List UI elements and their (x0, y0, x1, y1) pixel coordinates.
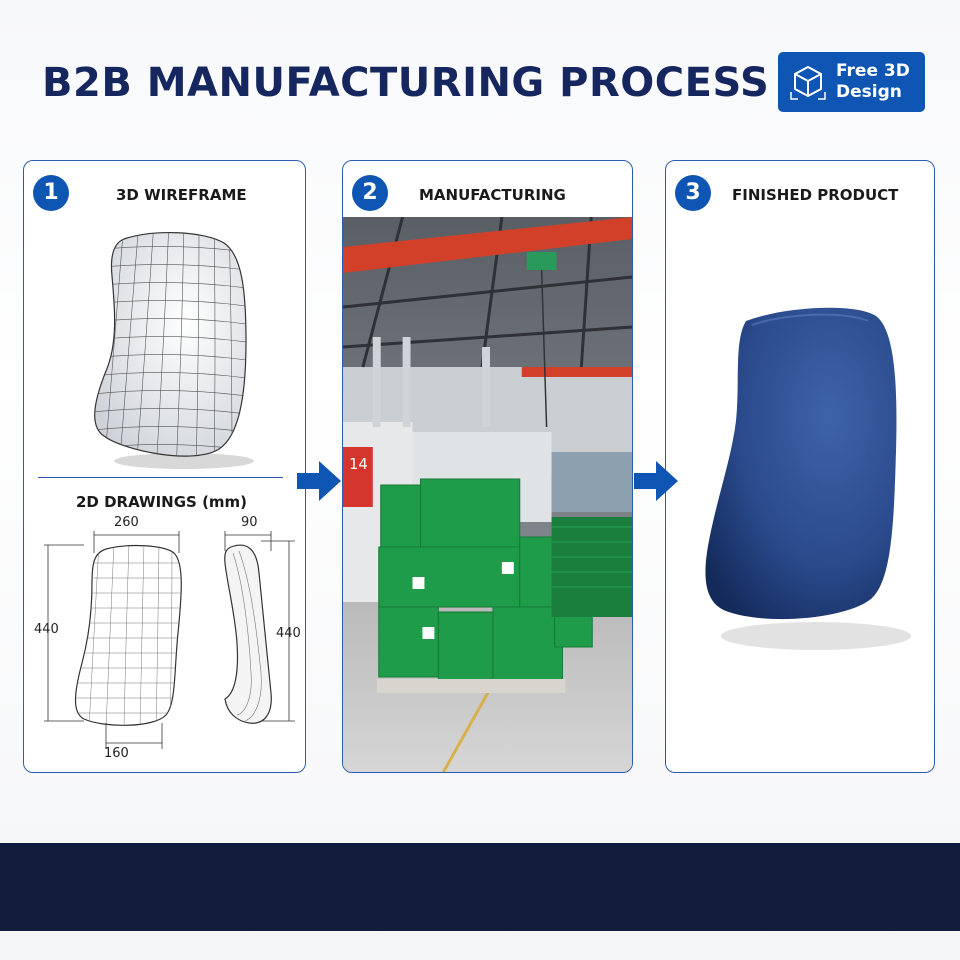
side-depth-dim: 90 (241, 515, 258, 530)
front-height-dim: 440 (34, 622, 59, 637)
wireframe-panel: 1 3D WIREFRAME 2D DRAWINGS (mm (23, 160, 306, 773)
side-height-dim: 440 (276, 626, 301, 641)
front-width-bottom-dim: 160 (104, 746, 129, 761)
finished-product-panel: 3 FINISHED PRODUCT (665, 160, 935, 773)
side-view-drawing (224, 531, 295, 724)
front-width-top-dim: 260 (114, 515, 139, 530)
step-2-number: 2 (352, 175, 388, 211)
page-title: B2B MANUFACTURING PROCESS (42, 60, 770, 106)
arrow-right-icon (634, 461, 678, 501)
drawings-title: 2D DRAWINGS (mm) (76, 493, 248, 511)
step-1-number: 1 (33, 175, 69, 211)
wireframe-model-image (94, 232, 254, 469)
arrow-right-icon (297, 461, 341, 501)
step-2-label: MANUFACTURING (419, 186, 566, 204)
step-3-number: 3 (675, 175, 711, 211)
badge-line-2: Design (836, 82, 902, 102)
free-3d-design-badge: Free 3D Design (778, 52, 925, 112)
step-1-label: 3D WIREFRAME (116, 186, 247, 204)
manufacturing-panel: 2 MANUFACTURING 14 (342, 160, 633, 773)
badge-line-1: Free 3D (836, 61, 910, 81)
step-3-label: FINISHED PRODUCT (732, 186, 899, 204)
factory-photo: 14 (343, 217, 632, 772)
panel-divider (38, 477, 283, 478)
cube-icon (790, 65, 826, 100)
front-view-drawing (44, 531, 182, 749)
finished-headrest-image (705, 307, 911, 650)
machine-number: 14 (349, 455, 368, 473)
footer-bar (0, 843, 960, 931)
